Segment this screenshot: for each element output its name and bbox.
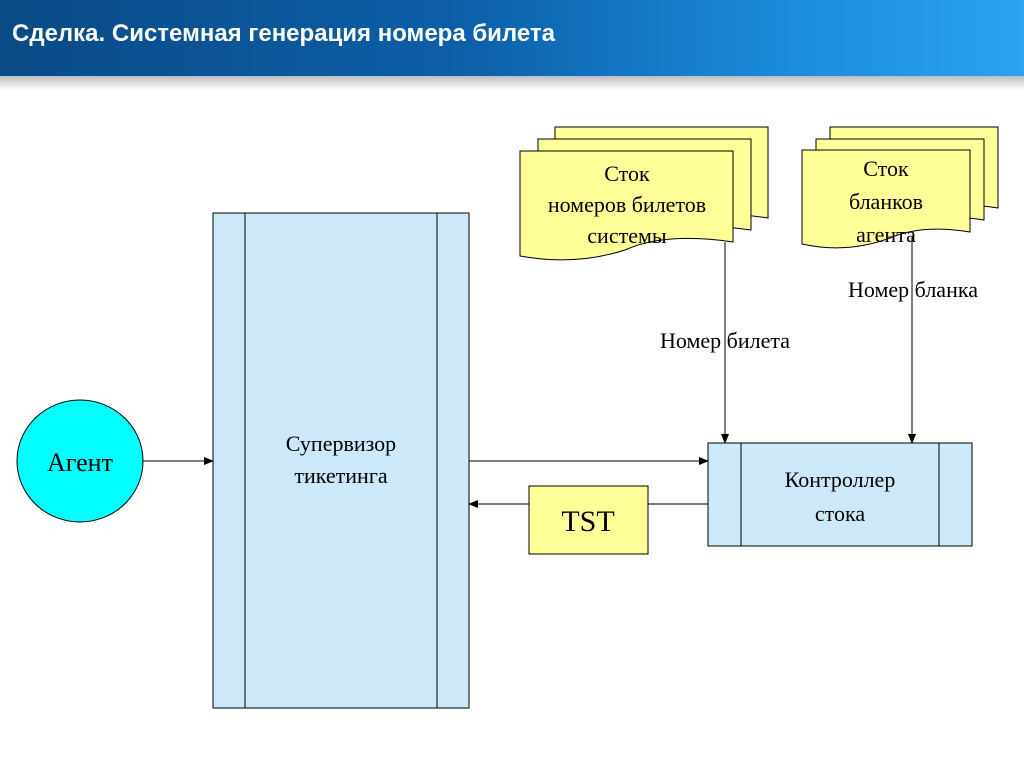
controller-label-1: Контроллер (785, 467, 896, 492)
stock-tickets-line-1: Сток (604, 161, 650, 186)
controller-process: Контроллер стока (707, 442, 973, 547)
stock-tickets-sheet-front (519, 150, 734, 261)
supervisor-box (212, 212, 470, 709)
controller-box (707, 442, 973, 547)
stock-blanks-sheet-front (801, 149, 971, 249)
tst-node: TST (528, 485, 649, 555)
stock-tickets-line-3: системы (587, 223, 667, 248)
slide-title: Сделка. Системная генерация номера билет… (12, 20, 555, 47)
stock-tickets-document: Сток номеров билетов системы (519, 126, 769, 261)
supervisor-process: Супервизор тикетинга (212, 212, 470, 709)
ticket-number-label: Номер билета (660, 328, 790, 353)
agent-node: Агент (16, 399, 144, 523)
supervisor-label-2: тикетинга (294, 463, 387, 488)
stock-blanks-line-3: агента (856, 222, 916, 247)
tst-box (528, 485, 649, 555)
stock-blanks-document: Сток бланков агента (801, 126, 999, 249)
controller-label-2: стока (815, 501, 865, 526)
stock-blanks-line-2: бланков (849, 189, 923, 214)
supervisor-label-1: Супервизор (286, 431, 396, 456)
tst-label: TST (561, 505, 614, 538)
stock-blanks-line-1: Сток (863, 156, 909, 181)
stock-tickets-line-2: номеров билетов (548, 192, 706, 217)
agent-label: Агент (47, 448, 113, 477)
title-shadow (0, 76, 1024, 90)
title-bar: Сделка. Системная генерация номера билет… (0, 0, 1024, 76)
blank-number-label: Номер бланка (848, 277, 978, 302)
